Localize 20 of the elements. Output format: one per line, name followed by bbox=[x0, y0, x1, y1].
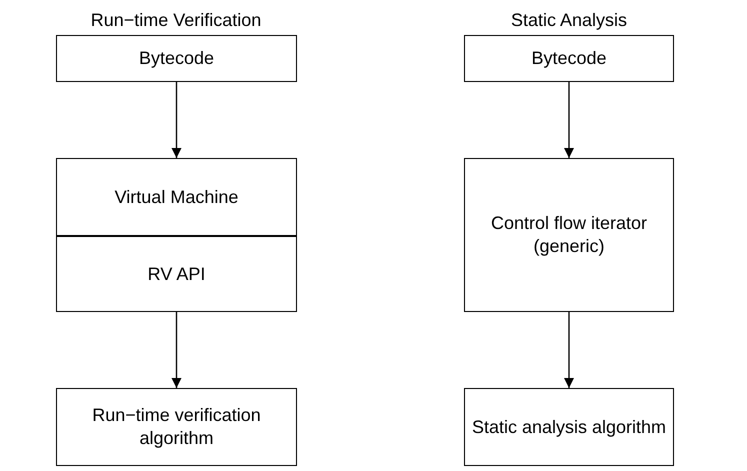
process-box bbox=[56, 158, 297, 236]
box-label: Static analysis algorithm bbox=[472, 416, 666, 438]
column-title: Run−time Verification bbox=[90, 10, 262, 31]
box-label: Bytecode bbox=[531, 47, 607, 70]
column-title: Static Analysis bbox=[510, 10, 628, 31]
box-label: Virtual Machine bbox=[114, 186, 238, 208]
process-box bbox=[56, 236, 297, 312]
box-label: Run−time verification algorithm bbox=[91, 404, 262, 450]
process-box bbox=[56, 35, 297, 82]
process-box bbox=[464, 35, 674, 82]
process-box bbox=[464, 388, 674, 466]
box-label: Bytecode bbox=[138, 47, 214, 70]
arrow bbox=[564, 312, 574, 388]
arrow bbox=[172, 312, 182, 388]
box-label: Control flow iterator (generic) bbox=[490, 212, 648, 258]
arrow bbox=[172, 82, 182, 158]
arrow bbox=[564, 82, 574, 158]
box-label: RV API bbox=[148, 262, 206, 286]
process-box bbox=[464, 158, 674, 312]
process-box bbox=[56, 388, 297, 466]
